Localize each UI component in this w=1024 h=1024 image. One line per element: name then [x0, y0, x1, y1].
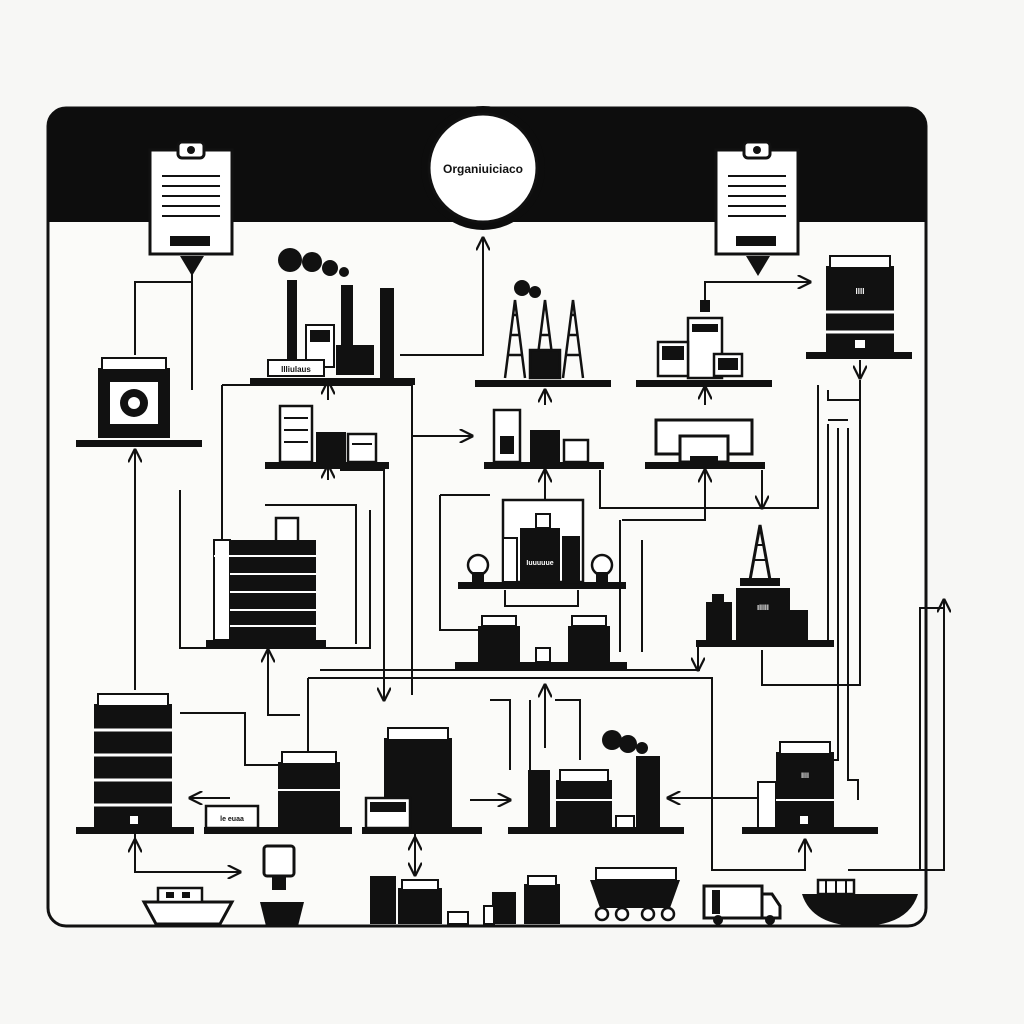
vessel-bowl-icon — [802, 878, 918, 926]
processing-units-left — [278, 404, 378, 464]
title-badge: Organiuiciaco — [421, 106, 545, 230]
tank-bottom-right-label: llll — [801, 773, 809, 780]
control-panel-unit: Iuuuuue — [466, 498, 614, 584]
refinery-sign: Illiulaus — [281, 365, 311, 374]
cargo-ship-icon — [141, 886, 235, 926]
processing-units-center — [492, 408, 590, 464]
tall-tank-bottom-left — [94, 693, 172, 828]
monitoring-screens — [654, 418, 754, 464]
clipboard-left-icon — [148, 140, 234, 276]
diagram-title: Organiuiciaco — [443, 162, 523, 176]
oil-derricks — [503, 280, 585, 380]
oil-rig-right: Illlll — [706, 524, 808, 640]
tank-bottom-right: llll — [757, 741, 834, 829]
small-plant-group — [370, 876, 469, 925]
pump-unit: le euaa — [204, 804, 260, 830]
control-building — [656, 300, 744, 380]
industrial-building — [213, 516, 316, 641]
refinery-plant: Illiulaus — [267, 248, 394, 378]
oil-rig-label: Illlll — [757, 605, 769, 612]
barrel-tank-top-right: llll — [826, 255, 894, 352]
storage-tanks-bottom — [278, 727, 452, 830]
platform-shelves — [76, 352, 912, 834]
control-panel-label: Iuuuuue — [526, 560, 553, 567]
pump-unit-label: le euaa — [220, 816, 244, 823]
small-plant-group-2 — [483, 875, 560, 925]
clipboard-right-icon — [714, 140, 800, 276]
delivery-truck-icon — [702, 884, 782, 925]
hopper-silo-icon — [260, 844, 304, 926]
storage-tank-left — [98, 357, 170, 438]
factory-bottom-center — [528, 730, 660, 830]
tank-railcar-icon — [590, 867, 680, 922]
twin-tanks-center — [478, 615, 610, 663]
barrel-label: llll — [856, 287, 865, 296]
